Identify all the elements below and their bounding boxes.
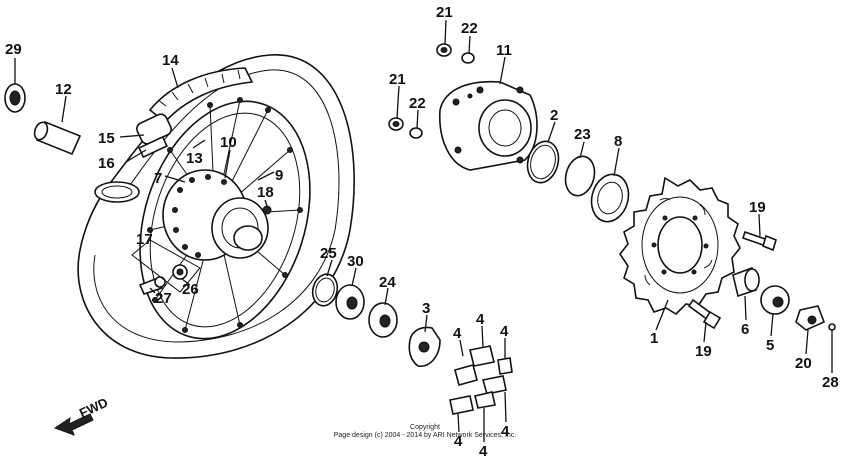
inner-tube [148, 67, 254, 124]
part-21-nut-top [436, 43, 452, 57]
part-6-collar [732, 266, 760, 298]
callout-26: 26 [182, 281, 199, 298]
callout-4a: 4 [453, 325, 462, 342]
part-4-damper-rubbers [449, 345, 513, 415]
part-5-adjuster [760, 285, 790, 315]
part-2-o-ring [526, 140, 560, 184]
callout-23: 23 [574, 126, 591, 143]
callout-15: 15 [98, 130, 115, 147]
callout-4e: 4 [479, 443, 488, 460]
callout-10: 10 [220, 134, 237, 151]
callout-11: 11 [496, 42, 512, 59]
part-28-cotter-pin [828, 323, 836, 360]
callout-27: 27 [155, 290, 172, 307]
part-17-plate [131, 239, 201, 293]
part-20-axle-nut [795, 305, 826, 331]
part-24-bearing [368, 302, 398, 338]
part-19-bolt-upper [741, 230, 777, 252]
fwd-label: FWD [77, 395, 110, 421]
part-19-bolt-lower [687, 298, 722, 330]
leader-lines [14, 19, 833, 442]
callout-22a: 22 [461, 20, 478, 37]
callout-4c: 4 [500, 323, 509, 340]
copyright-line-2: Page design (c) 2004 - 2014 by ARI Netwo… [333, 432, 517, 439]
callout-5: 5 [766, 337, 774, 354]
callout-12: 12 [55, 81, 72, 98]
callout-18: 18 [257, 184, 274, 201]
wheel-hub [162, 169, 269, 261]
callout-21b: 21 [389, 71, 406, 88]
forward-arrow-icon [53, 413, 94, 436]
callout-2: 2 [550, 107, 558, 124]
part-25-o-ring [311, 273, 339, 307]
callout-6: 6 [741, 321, 749, 338]
part-22-washer-top [461, 52, 475, 64]
callout-7: 7 [154, 170, 162, 187]
part-26-nut [172, 264, 188, 280]
callout-19a: 19 [749, 199, 766, 216]
callout-20: 20 [795, 355, 812, 372]
callout-13: 13 [186, 150, 203, 167]
callout-labels: 1 2 3 4 4 4 4 4 4 5 6 7 8 9 10 11 12 13 … [5, 4, 839, 460]
callout-29: 29 [5, 41, 22, 58]
part-12-collar [33, 120, 82, 156]
callout-4f: 4 [501, 423, 510, 440]
copyright-line-1: Copyright [410, 424, 440, 431]
part-30-bearing [335, 284, 365, 320]
callout-3: 3 [422, 300, 430, 317]
part-8-oil-seal [590, 173, 630, 223]
part-18-bolt [262, 205, 272, 215]
part-22-washer-left [409, 127, 423, 139]
callout-22b: 22 [409, 95, 426, 112]
callout-17: 17 [136, 231, 153, 248]
callout-28: 28 [822, 374, 839, 391]
callout-25: 25 [320, 245, 337, 262]
callout-24: 24 [379, 274, 396, 291]
part-11-sprocket-flange [439, 80, 538, 171]
part-3-damper-holder [408, 326, 441, 367]
part-29-bearing [4, 83, 26, 113]
callout-14: 14 [162, 52, 179, 69]
callout-4d: 4 [454, 433, 463, 450]
part-1-driven-sprocket [619, 176, 741, 316]
copyright-footer: Copyright Page design (c) 2004 - 2014 by… [0, 424, 850, 440]
callout-21a: 21 [436, 4, 453, 21]
part-21-nut-left [388, 117, 404, 131]
callout-16: 16 [98, 155, 115, 172]
callout-19b: 19 [695, 343, 712, 360]
callout-4b: 4 [476, 311, 485, 328]
callout-1: 1 [650, 330, 658, 347]
callout-8: 8 [614, 133, 622, 150]
callout-30: 30 [347, 253, 364, 270]
part-27-bolt [138, 276, 166, 295]
callout-9: 9 [275, 167, 283, 184]
part-23-circlip [564, 155, 596, 197]
